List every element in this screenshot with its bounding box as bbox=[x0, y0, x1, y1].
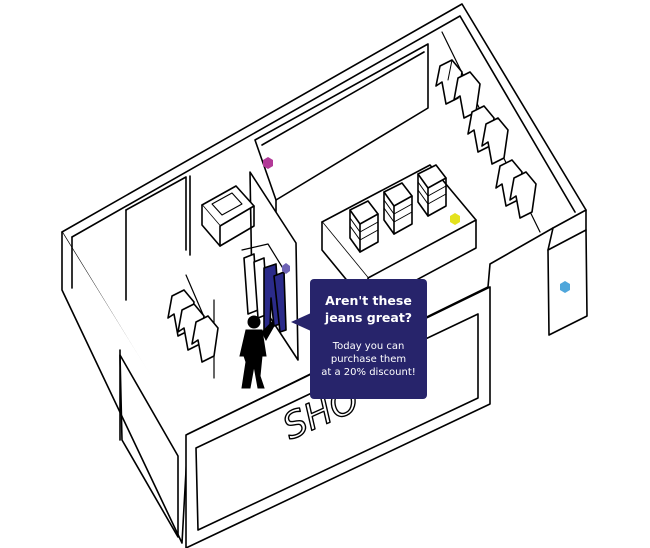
shirt-icon bbox=[453, 71, 481, 119]
jeans-rack bbox=[241, 243, 287, 333]
shirt-icon bbox=[509, 171, 537, 219]
bubble-body: Today you can purchase them at a 20% dis… bbox=[321, 341, 416, 378]
shirt-icon bbox=[481, 117, 509, 165]
shirt-icon bbox=[191, 315, 219, 363]
outer-walls bbox=[61, 3, 588, 548]
jeans-icon bbox=[273, 271, 287, 333]
sensor-icon bbox=[560, 281, 570, 293]
sensor-icon bbox=[450, 213, 460, 225]
clothes-rack-left bbox=[167, 274, 219, 379]
folded-shirt-icon bbox=[349, 200, 379, 253]
wall-shelf bbox=[201, 185, 255, 247]
speech-bubble: Aren't these jeans great? Today you can … bbox=[310, 279, 427, 399]
sensor-icon bbox=[282, 263, 290, 274]
folded-shirt-icon bbox=[417, 164, 447, 217]
sensor-icon bbox=[263, 157, 273, 169]
bubble-headline: Aren't these jeans great? bbox=[324, 293, 413, 325]
clothes-rack-right bbox=[435, 59, 537, 219]
folded-shirt-icon bbox=[383, 182, 413, 235]
speech-bubble-tail bbox=[291, 313, 311, 331]
person-icon bbox=[239, 315, 275, 389]
